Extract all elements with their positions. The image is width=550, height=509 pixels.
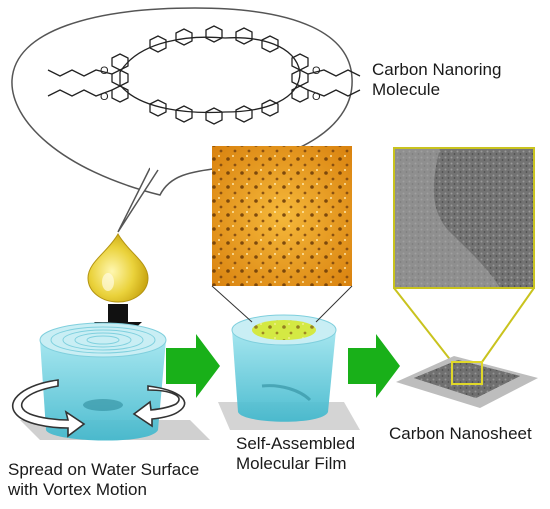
sheet-icon [396,356,538,408]
vortex-arrows-icon [11,379,186,438]
oxygen-label: O [100,91,109,103]
spread-label-line1: Spread on Water Surface [8,460,200,479]
oxygen-label: O [100,65,109,77]
molecule-label-line1: Carbon Nanoring [372,60,502,79]
nanosheet-label: Carbon Nanosheet [389,424,532,443]
zoom-lines [393,287,535,363]
spread-label-line2: with Vortex Motion [8,480,147,499]
film-label: Self-Assembled Molecular Film [236,434,355,474]
oxygen-label: O [312,91,321,103]
process-arrow [166,334,220,398]
spread-label: Spread on Water Surface with Vortex Moti… [8,460,199,500]
tem-image [393,147,535,289]
molecule-structure-icon [47,25,361,125]
film-label-line2: Molecular Film [236,454,347,473]
molecule-label-line2: Molecule [372,80,441,99]
film-label-line1: Self-Assembled [236,434,356,453]
oxygen-label: O [312,65,321,77]
molecule-label: Carbon Nanoring Molecule [372,60,501,100]
afm-image [211,146,353,323]
beaker-icon [218,314,360,430]
process-arrow [348,334,400,398]
droplet-icon [87,232,149,303]
